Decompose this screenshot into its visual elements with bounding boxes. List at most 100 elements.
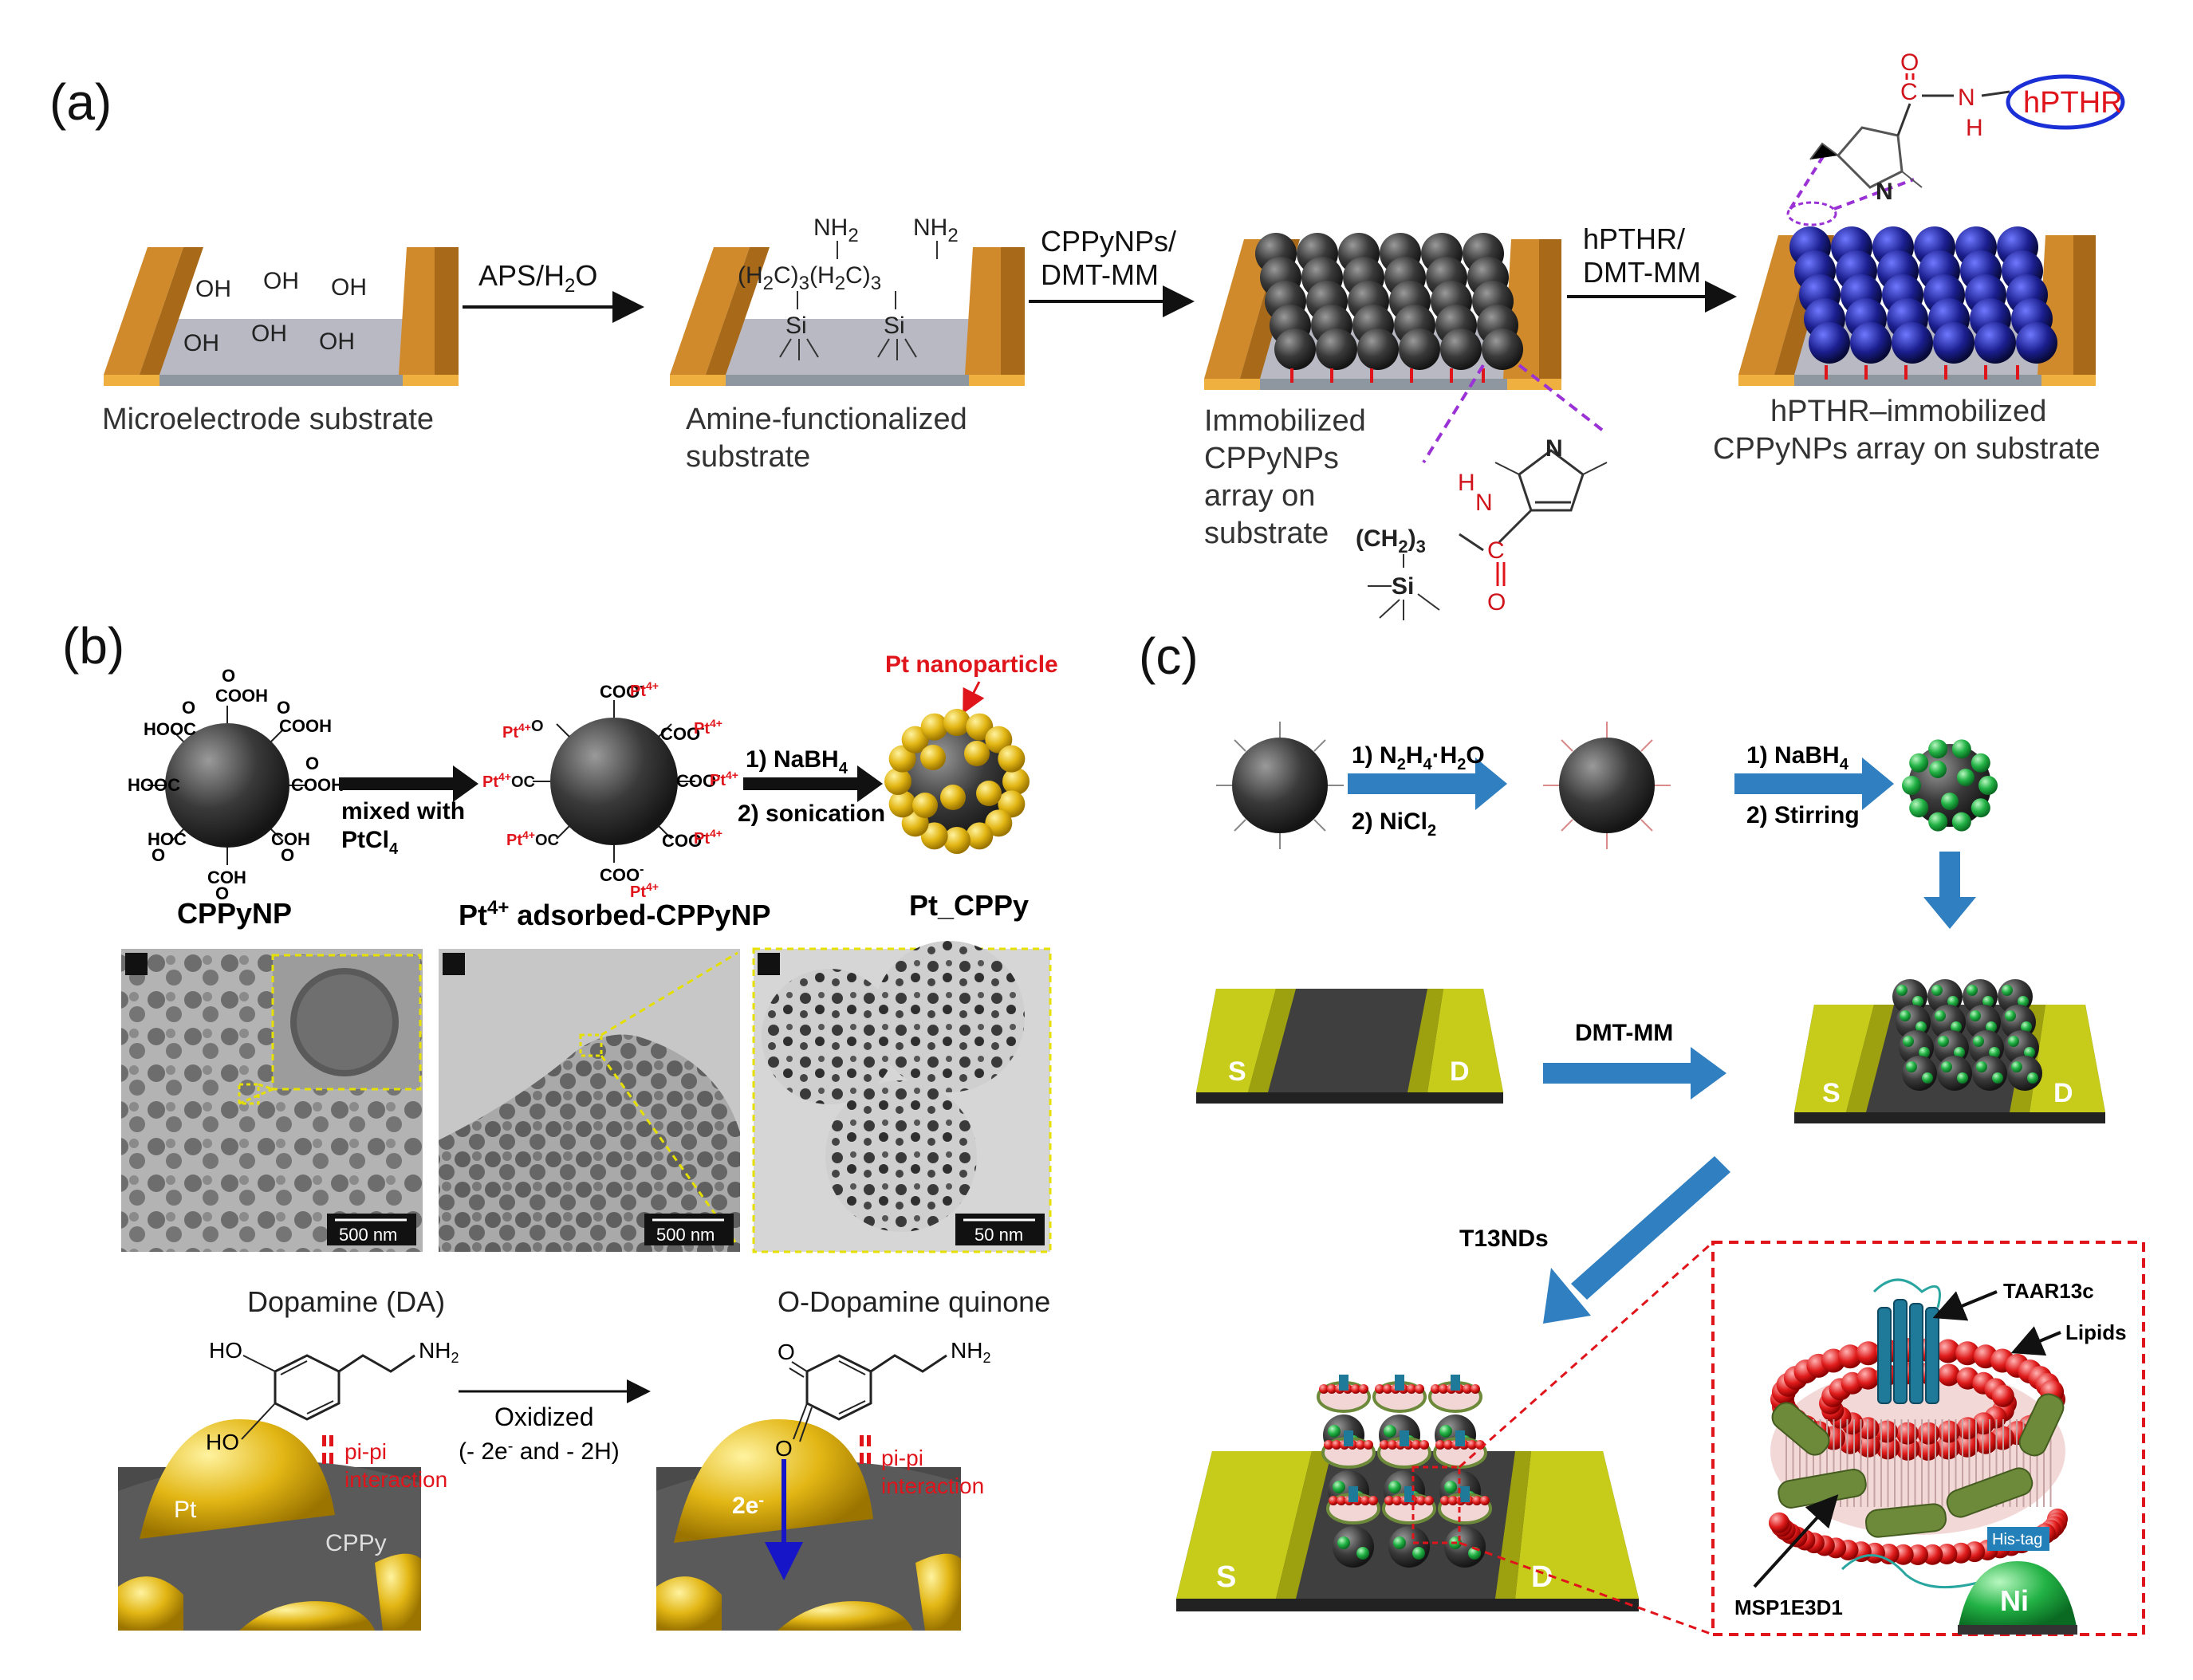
lipid-head	[1351, 1384, 1360, 1394]
ni-nanoparticle	[1928, 812, 1948, 832]
svg-text:Si: Si	[1392, 573, 1414, 600]
svg-text:O: O	[277, 698, 290, 718]
ni-nanoparticle	[1388, 1481, 1401, 1493]
ni-nanoparticle	[1989, 1047, 2000, 1058]
svg-text:S: S	[1822, 1078, 1841, 1108]
ni-nanoparticle	[1971, 798, 1990, 818]
oh-label: OH	[195, 276, 231, 302]
ni-nanoparticle	[1929, 761, 1947, 778]
pt-nanoparticle	[966, 822, 994, 850]
ni-nanoparticle	[2008, 1036, 2019, 1047]
panel-c-label: (c)	[1139, 628, 1199, 685]
pt-nanoparticle-callout: Pt nanoparticle	[885, 651, 1058, 678]
scale-bar-label: 50 nm	[974, 1225, 1023, 1245]
ni-nanoparticle	[1900, 1010, 1911, 1021]
lipid-head	[1938, 1363, 1961, 1387]
svg-text:NH2: NH2	[813, 214, 859, 246]
particle-sphere	[2007, 1056, 2042, 1091]
lipid-head	[1415, 1384, 1424, 1394]
svg-text:Lipids: Lipids	[2065, 1320, 2127, 1344]
pt-nanoparticle	[940, 785, 966, 810]
receptor	[1460, 1486, 1470, 1502]
lipid-head	[1356, 1440, 1365, 1450]
svg-text:Oxidized: Oxidized	[494, 1403, 594, 1431]
pt-nanoparticle	[998, 745, 1026, 773]
pt-nanoparticle	[912, 793, 938, 818]
ni-nanoparticle	[2027, 1072, 2038, 1084]
svg-text:S: S	[1228, 1056, 1246, 1087]
ni-nanoparticle	[1971, 753, 1990, 773]
hpthr-sphere	[2016, 322, 2057, 364]
svg-text:Pt4+O: Pt4+O	[502, 718, 544, 742]
ni-nanoparticle	[1970, 1010, 1981, 1021]
sd-device-bare: S D	[1196, 989, 1503, 1104]
svg-text:N: N	[1475, 490, 1493, 516]
lipid-head	[1368, 1496, 1378, 1505]
ni-nanoparticle	[1982, 996, 1994, 1007]
step3-caption-1: Immobilized	[1204, 404, 1366, 438]
ni-nanoparticle	[1957, 1072, 1968, 1084]
svg-text:(H2C)3(H2C)3: (H2C)3(H2C)3	[738, 262, 881, 294]
svg-text:CPPy: CPPy	[325, 1530, 387, 1556]
ni-nanoparticle	[1957, 769, 1974, 786]
oh-label: OH	[251, 321, 287, 347]
ni-nanoparticle	[1986, 1021, 1997, 1033]
cppynp-particle: COOH COOH COOH HOOC HOOC HOC COH COH O O…	[128, 666, 344, 930]
ni-nanoparticle	[1967, 985, 1978, 996]
svg-text:D: D	[1531, 1560, 1553, 1594]
receptor	[1344, 1430, 1353, 1446]
svg-text:H: H	[1966, 115, 1983, 141]
svg-text:O: O	[222, 666, 235, 686]
pt-nanoparticle	[998, 790, 1026, 818]
arrow-nabh4: 1) NaBH4 2) sonication	[738, 746, 885, 827]
svg-text:1) NaBH4: 1) NaBH4	[1746, 742, 1849, 773]
svg-text:1) NaBH4: 1) NaBH4	[746, 746, 848, 777]
cppynps-substrate: Immobilized CPPyNPs array on substrate N…	[1204, 233, 1608, 620]
lipid-head	[1411, 1440, 1421, 1450]
svg-text:TAAR13c: TAAR13c	[2003, 1279, 2094, 1303]
step4-caption-2: CPPyNPs array on substrate	[1713, 432, 2100, 466]
pt-nanoparticle	[888, 745, 916, 773]
tem-image-1: 500 nm	[121, 949, 423, 1252]
ni-nanoparticle	[1902, 739, 1998, 832]
ni-nanoparticle	[1954, 1047, 1965, 1058]
svg-text:HOOC: HOOC	[128, 775, 180, 795]
pt-nanoparticle	[943, 709, 971, 736]
svg-text:O: O	[281, 845, 294, 865]
ni-nanoparticle	[2005, 1010, 2016, 1021]
arrow-hpthr: hPTHR/ DMT-MM	[1567, 222, 1737, 313]
cppynp-sphere	[1316, 329, 1357, 370]
svg-text:N: N	[1958, 85, 1975, 111]
lipid-head	[1360, 1496, 1370, 1505]
lipid-head	[1329, 1496, 1338, 1505]
svg-text:Pt4+OC: Pt4+OC	[482, 770, 535, 791]
svg-text:COH: COH	[271, 829, 310, 849]
lipid-head	[1440, 1496, 1450, 1505]
ni-nanoparticle	[1915, 1021, 1927, 1033]
cppynp-sphere	[1482, 329, 1523, 370]
arrow-t13nds: T13NDs	[1459, 1156, 1730, 1324]
lipid-head	[1416, 1496, 1426, 1505]
step2-caption-1: Amine-functionalized	[686, 403, 967, 436]
lipid-head	[1337, 1496, 1346, 1505]
svg-text:DMT-MM: DMT-MM	[1583, 256, 1701, 289]
ni-nanoparticle	[1992, 1072, 2003, 1084]
lipid-head	[1388, 1440, 1397, 1450]
pt-adsorbed-particle: COO- Pt4+ COO- Pt4+ COO- Pt4+ COO- Pt4+ …	[459, 679, 770, 931]
ni-nanoparticle	[1909, 753, 1929, 773]
lipid-head	[1380, 1440, 1389, 1450]
ni-nanoparticle	[1938, 1036, 1949, 1047]
oh-label: OH	[183, 330, 219, 356]
svg-text:O: O	[182, 698, 195, 718]
lipid-head	[1431, 1384, 1440, 1394]
receptor	[1400, 1430, 1409, 1446]
lipid-head	[1364, 1440, 1373, 1450]
svg-text:C: C	[1900, 79, 1918, 105]
ni-nanoparticle	[2011, 1061, 2022, 1072]
svg-text:Pt4+OC: Pt4+OC	[506, 828, 559, 849]
svg-text:CPPyNPs/: CPPyNPs/	[1041, 225, 1176, 258]
svg-text:O: O	[1900, 49, 1919, 76]
svg-text:interaction: interaction	[881, 1473, 984, 1498]
pt-nanoparticle	[901, 726, 929, 753]
